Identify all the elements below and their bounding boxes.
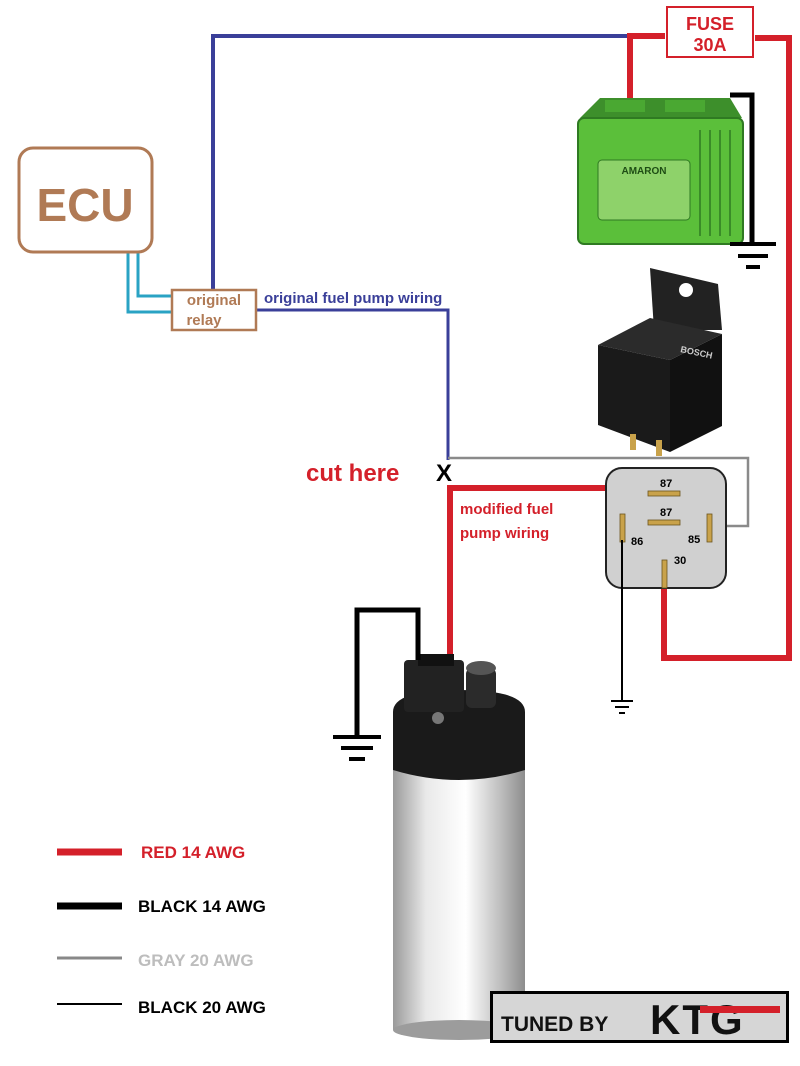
pin-30-label: 30: [674, 555, 686, 567]
pin-87-mid: [647, 519, 681, 526]
pin-86-label: 86: [631, 536, 643, 548]
original-relay-label-2: relay: [186, 312, 222, 329]
legend-gray-label: GRAY 20 AWG: [138, 951, 254, 970]
battery-brand: AMARON: [622, 166, 667, 177]
legend-black14-label: BLACK 14 AWG: [138, 897, 266, 916]
modified-wiring-label-2: pump wiring: [460, 525, 549, 542]
modified-wiring-label-1: modified fuel: [460, 501, 553, 518]
blue-wire-ecu-to-battery: [211, 34, 630, 290]
cyan-wire-1: [126, 250, 172, 314]
battery-ground-icon: [730, 242, 776, 269]
red-wire-fuse-to-30: [661, 35, 792, 661]
blue-wire-original-pump: [255, 308, 450, 460]
pump-ground-wire: [354, 607, 421, 735]
original-relay-box: [170, 288, 258, 332]
fuse-label-2: 30A: [693, 35, 726, 55]
legend-red-label: RED 14 AWG: [141, 843, 245, 862]
pin-86: [619, 513, 626, 543]
ecu-box: [17, 146, 154, 254]
relay-ground-icon: [611, 700, 633, 714]
gray-wire-85: [448, 456, 750, 528]
pin-30: [661, 559, 668, 589]
legend-black20-label: BLACK 20 AWG: [138, 998, 266, 1017]
pin-87-top-label: 87: [660, 478, 672, 490]
battery-ground-wire: [730, 92, 755, 242]
cut-here-label: cut here: [306, 460, 399, 487]
original-relay-label-1: original: [187, 292, 241, 309]
fuse-label-1: FUSE: [686, 14, 734, 34]
battery-image: AMARON: [577, 98, 744, 245]
ecu-label: ECU: [36, 179, 133, 231]
pin-85-label: 85: [688, 534, 700, 546]
branding-name: KTG: [650, 996, 745, 1043]
cut-mark: X: [436, 460, 452, 487]
pin-87-top: [647, 490, 681, 497]
bosch-relay-image: BOSCH: [598, 268, 722, 456]
cyan-wire-2: [136, 250, 172, 298]
pin-87-mid-label: 87: [660, 507, 672, 519]
red-wire-fuse-loop: [627, 33, 665, 100]
fuel-pump-image: [393, 654, 525, 1040]
original-wiring-label: original fuel pump wiring: [264, 290, 442, 307]
branding-accent: [700, 1006, 780, 1013]
fuse-box: [666, 6, 754, 58]
branding-prefix: TUNED BY: [501, 1013, 608, 1036]
red-wire-87-to-pump: [447, 485, 666, 660]
pin-85: [706, 513, 713, 543]
pump-ground-icon: [333, 735, 381, 761]
